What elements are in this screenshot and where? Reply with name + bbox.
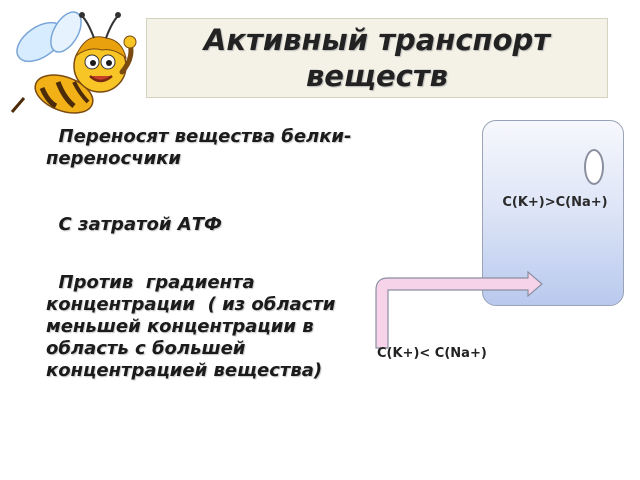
transport-arrow-icon: [375, 270, 543, 349]
bee-mascot-icon: [10, 11, 137, 114]
inside-concentration-label: C(K+)>C(Na+): [502, 195, 608, 210]
cell-compartment: [482, 120, 624, 306]
slide-title: Активный транспорт веществ: [203, 23, 551, 93]
point-atp: С затратой АТФ: [46, 214, 222, 235]
point-gradient: Против градиента концентрации ( из облас…: [46, 272, 342, 381]
membrane-channel-icon: [584, 149, 604, 185]
point-carriers: Переносят вещества белки-переносчики: [46, 126, 352, 169]
title-box: Активный транспорт веществ: [146, 18, 608, 98]
outside-concentration-label: C(K+)< C(Na+): [377, 346, 487, 361]
